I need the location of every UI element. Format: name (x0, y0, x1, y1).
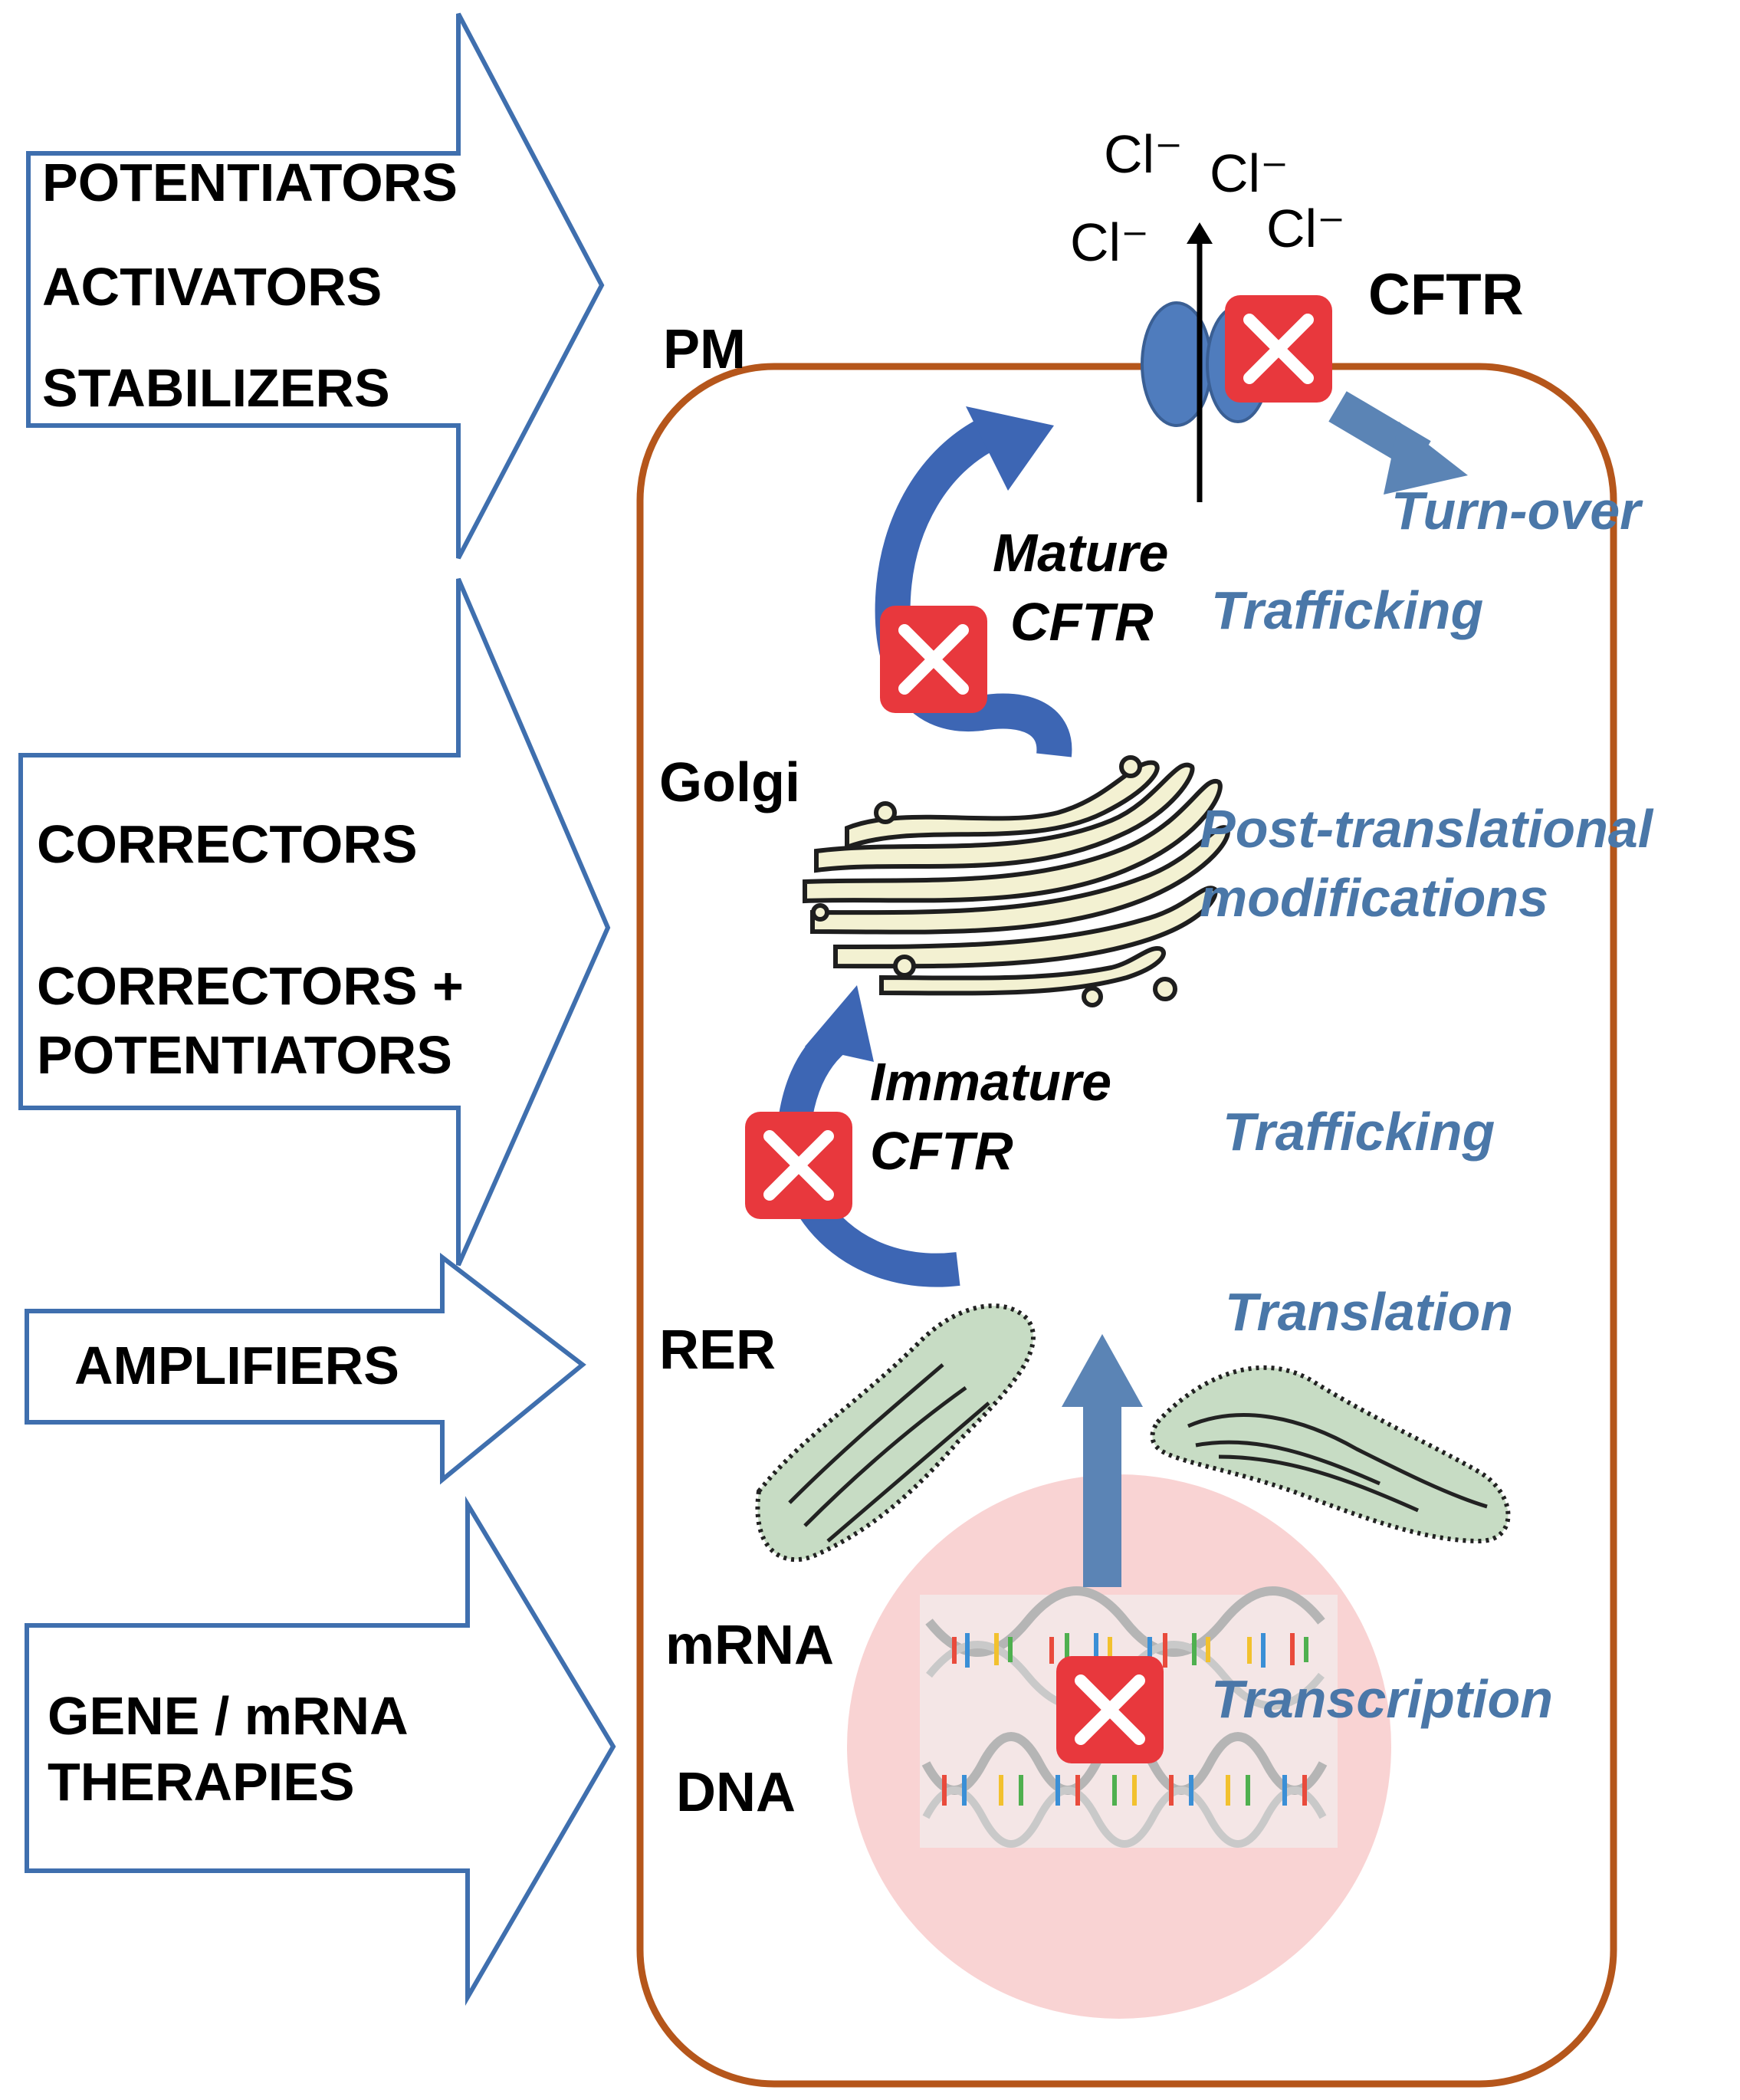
cftr-label: CFTR (1368, 262, 1524, 327)
process-transcription: Transcription (1211, 1669, 1553, 1729)
therapy-arrow-potentiators: POTENTIATORS ACTIVATORS STABILIZERS (26, 12, 605, 560)
therapy-label-potentiators-2: POTENTIATORS (37, 1025, 452, 1085)
chloride-ion-4: Cl⁻ (1266, 199, 1345, 258)
immature-label-line1: Immature (870, 1052, 1111, 1112)
therapy-label-activators: ACTIVATORS (42, 257, 382, 317)
therapy-label-stabilizers: STABILIZERS (42, 358, 390, 418)
chloride-ion-3: Cl⁻ (1070, 212, 1149, 272)
process-translation: Translation (1225, 1282, 1513, 1342)
cell-membrane (636, 363, 1617, 2088)
golgi-icon (803, 755, 1230, 1007)
chloride-ion-2: Cl⁻ (1210, 143, 1289, 203)
process-trafficking-upper: Trafficking (1211, 580, 1483, 640)
therapy-label-therapies: THERAPIES (48, 1752, 355, 1812)
therapy-arrow-correctors: CORRECTORS CORRECTORS + POTENTIATORS (18, 577, 611, 1267)
rer-right-icon (1150, 1365, 1511, 1544)
golgi-label: Golgi (659, 752, 800, 813)
therapy-label-potentiators: POTENTIATORS (42, 153, 458, 212)
block-marker-pm (1225, 295, 1332, 403)
process-turnover: Turn-over (1391, 481, 1643, 541)
turnover-arrow (1328, 391, 1468, 495)
pm-label: PM (663, 319, 746, 380)
immature-label-line2: CFTR (870, 1121, 1013, 1181)
rer-label: RER (659, 1319, 776, 1381)
therapy-label-correctors-plus: CORRECTORS + (37, 956, 464, 1016)
process-modifications: modifications (1200, 868, 1548, 928)
therapy-label-amplifiers: AMPLIFIERS (74, 1336, 399, 1395)
therapy-label-gene-mrna: GENE / mRNA (48, 1686, 409, 1746)
mrna-label: mRNA (665, 1615, 834, 1676)
translation-arrow (1062, 1334, 1143, 1587)
rer-left-icon (755, 1303, 1036, 1563)
therapy-arrow-amplifiers: AMPLIFIERS (25, 1252, 586, 1485)
process-post-translational: Post-translational (1200, 799, 1654, 859)
therapy-label-correctors: CORRECTORS (37, 814, 418, 874)
mature-label-line1: Mature (993, 523, 1168, 583)
block-marker-mature-trafficking (880, 606, 987, 713)
block-marker-transcription (1056, 1656, 1164, 1763)
chloride-ion-1: Cl⁻ (1104, 124, 1183, 184)
block-marker-immature-trafficking (745, 1112, 852, 1219)
process-trafficking-lower: Trafficking (1223, 1102, 1495, 1162)
therapy-arrow-gene-mrna: GENE / mRNA THERAPIES (25, 1496, 616, 2006)
dna-label: DNA (676, 1762, 796, 1823)
mature-label-line2: CFTR (1010, 592, 1154, 652)
